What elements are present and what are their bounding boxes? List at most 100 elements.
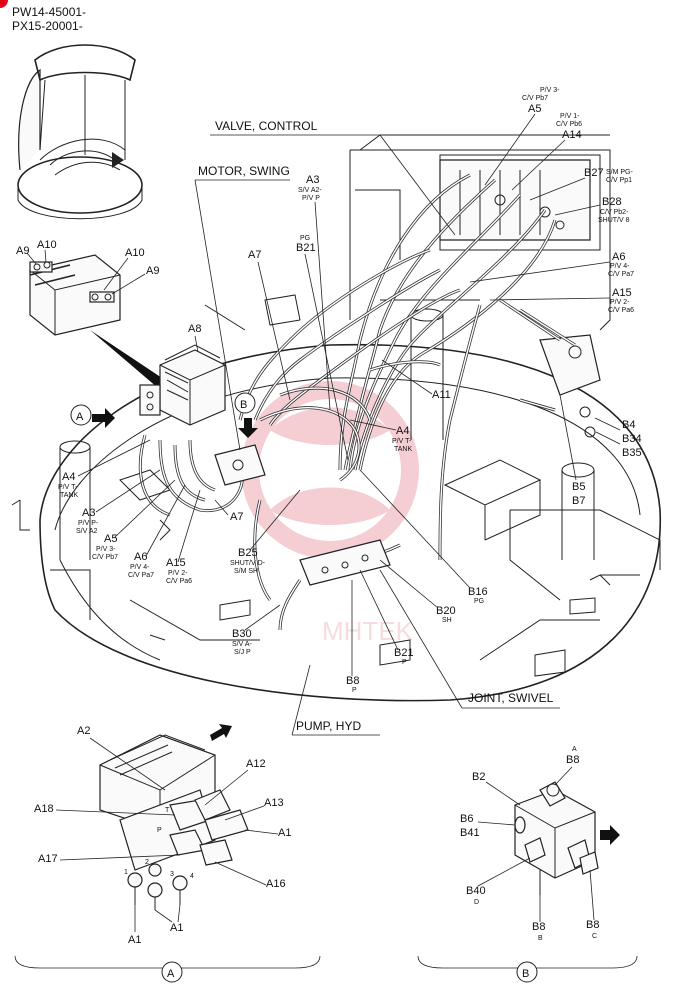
port-number-4: 4 <box>190 873 194 880</box>
label-b7: B7 <box>572 495 585 507</box>
label-a1-bottom-right: A1 <box>170 922 183 934</box>
label-a4-left: A4 <box>62 471 75 483</box>
view-a-marker <box>70 404 92 426</box>
label-a10-right: A10 <box>125 247 145 259</box>
label-a15-left-sub-1: P/V 2- <box>168 570 188 577</box>
label-a12: A12 <box>246 758 266 770</box>
view-a-arrow <box>92 408 115 428</box>
label-b20: B20 <box>436 605 456 617</box>
callout-pump-hyd: PUMP, HYD <box>296 719 361 733</box>
label-b21-bottom-sub: P <box>402 659 407 666</box>
swing-motor-fitting <box>214 444 266 486</box>
label-a5-top-sub-1: P/V 3- <box>540 87 560 94</box>
label-a4-right-sub-2: TANK <box>394 446 412 453</box>
label-b8-top: B8 <box>566 754 579 766</box>
label-a3-main-sub-2: P/V P <box>302 195 320 202</box>
label-b25-sub-1: SHUT/V D- <box>230 560 266 567</box>
label-a1-right: A1 <box>278 827 291 839</box>
label-a3-left-sub-2: S/V A2 <box>76 528 98 535</box>
port-number-1: 1 <box>124 869 128 876</box>
label-a14-sub-2: C/V Pb6 <box>556 121 582 128</box>
label-b28-sub-1: C/V Pb2- <box>600 209 629 216</box>
detail-b-swing-motor-block <box>514 781 599 895</box>
machine-overview-thumbnail <box>17 44 143 220</box>
label-a5-top: A5 <box>528 103 541 115</box>
label-a13: A13 <box>264 797 284 809</box>
port-p: P <box>157 827 162 834</box>
label-a4-right: A4 <box>396 425 409 437</box>
label-b40-sub: D <box>474 899 479 906</box>
label-b30: B30 <box>232 628 252 640</box>
label-b8-bottom-left: B8 <box>532 921 545 933</box>
callout-valve-control: VALVE, CONTROL <box>215 119 318 133</box>
label-a3-main-sub-1: S/V A2- <box>298 187 322 194</box>
label-a6-left: A6 <box>134 551 147 563</box>
label-a6-right-sub-2: C/V Pa7 <box>608 271 634 278</box>
label-a5-left-sub-1: P/V 3- <box>96 546 116 553</box>
corner-marker <box>0 0 8 8</box>
label-a7-bottom: A7 <box>230 511 243 523</box>
detail-a-pilot-valve <box>99 734 249 910</box>
label-b2: B2 <box>472 771 485 783</box>
view-b-marker-label: B <box>240 399 247 411</box>
label-b16: B16 <box>468 586 488 598</box>
label-b27-sub-2: C/V Pp1 <box>606 177 632 184</box>
label-a6-right-sub-1: P/V 4- <box>610 263 630 270</box>
label-a7-top: A7 <box>248 249 261 261</box>
label-a5-left: A5 <box>104 533 117 545</box>
label-b16-sub: PG <box>474 598 484 605</box>
label-b8-center-sub: P <box>352 687 357 694</box>
label-b27: B27 <box>584 167 604 179</box>
label-a6-left-sub-1: P/V 4- <box>130 564 150 571</box>
label-a3-main: A3 <box>306 174 319 186</box>
hydraulic-hoses <box>138 173 576 631</box>
label-a15-right-sub-2: C/V Pa6 <box>608 307 634 314</box>
label-b41: B41 <box>460 827 480 839</box>
port-t: T <box>165 807 170 814</box>
part-labels: A9 A10 A10 A9 A8 A7 A3 S/V A2- P/V P PG … <box>16 87 642 694</box>
label-b35: B35 <box>622 447 642 459</box>
label-a4-left-sub-2: TANK <box>60 492 78 499</box>
label-b34: B34 <box>622 433 642 445</box>
label-b5: B5 <box>572 481 585 493</box>
view-a-marker-label: A <box>76 411 84 423</box>
detail-b-marker-label: B <box>522 968 529 980</box>
label-a14: A14 <box>562 129 582 141</box>
label-a15-left-sub-2: C/V Pa6 <box>166 578 192 585</box>
label-a9-right: A9 <box>146 265 159 277</box>
detail-b-marker <box>516 961 538 983</box>
label-a15-right: A15 <box>612 287 632 299</box>
label-b30-sub-1: S/V A- <box>232 641 253 648</box>
label-a3-left: A3 <box>82 507 95 519</box>
detail-a-marker-label: A <box>167 968 175 980</box>
label-b21-bottom: B21 <box>394 647 414 659</box>
label-a15-right-sub-1: P/V 2- <box>610 299 630 306</box>
port-number-2: 2 <box>145 859 149 866</box>
label-a6-right: A6 <box>612 251 625 263</box>
label-a5-left-sub-2: C/V Pb7 <box>92 554 118 561</box>
label-b25-sub-2: S/M SH <box>234 568 258 575</box>
label-b6: B6 <box>460 813 473 825</box>
label-b28: B28 <box>602 196 622 208</box>
label-a15-left: A15 <box>166 557 186 569</box>
label-b21-top: B21 <box>296 242 316 254</box>
watermark-text: MHTEK <box>322 616 414 646</box>
label-a9-left: A9 <box>16 245 29 257</box>
label-b25: B25 <box>238 547 258 559</box>
label-b27-sub-1: S/M PG- <box>606 169 634 176</box>
swivel-joint-block <box>299 539 391 586</box>
label-a10-left: A10 <box>37 239 57 251</box>
label-b4: B4 <box>622 419 635 431</box>
label-b21-top-sub: PG <box>300 235 310 242</box>
label-a8: A8 <box>188 323 201 335</box>
callout-joint-swivel: JOINT, SWIVEL <box>468 691 554 705</box>
view-b-marker <box>234 392 256 414</box>
pilot-valve <box>139 344 226 426</box>
detail-b-arrow <box>600 825 620 845</box>
label-a2: A2 <box>77 725 90 737</box>
component-callouts: VALVE, CONTROL MOTOR, SWING PUMP, HYD JO… <box>194 119 560 736</box>
label-a1-bottom-left: A1 <box>128 934 141 946</box>
label-b8-bottom-right: B8 <box>586 919 599 931</box>
label-b28-sub-2: SHUT/V 8 <box>598 217 630 224</box>
